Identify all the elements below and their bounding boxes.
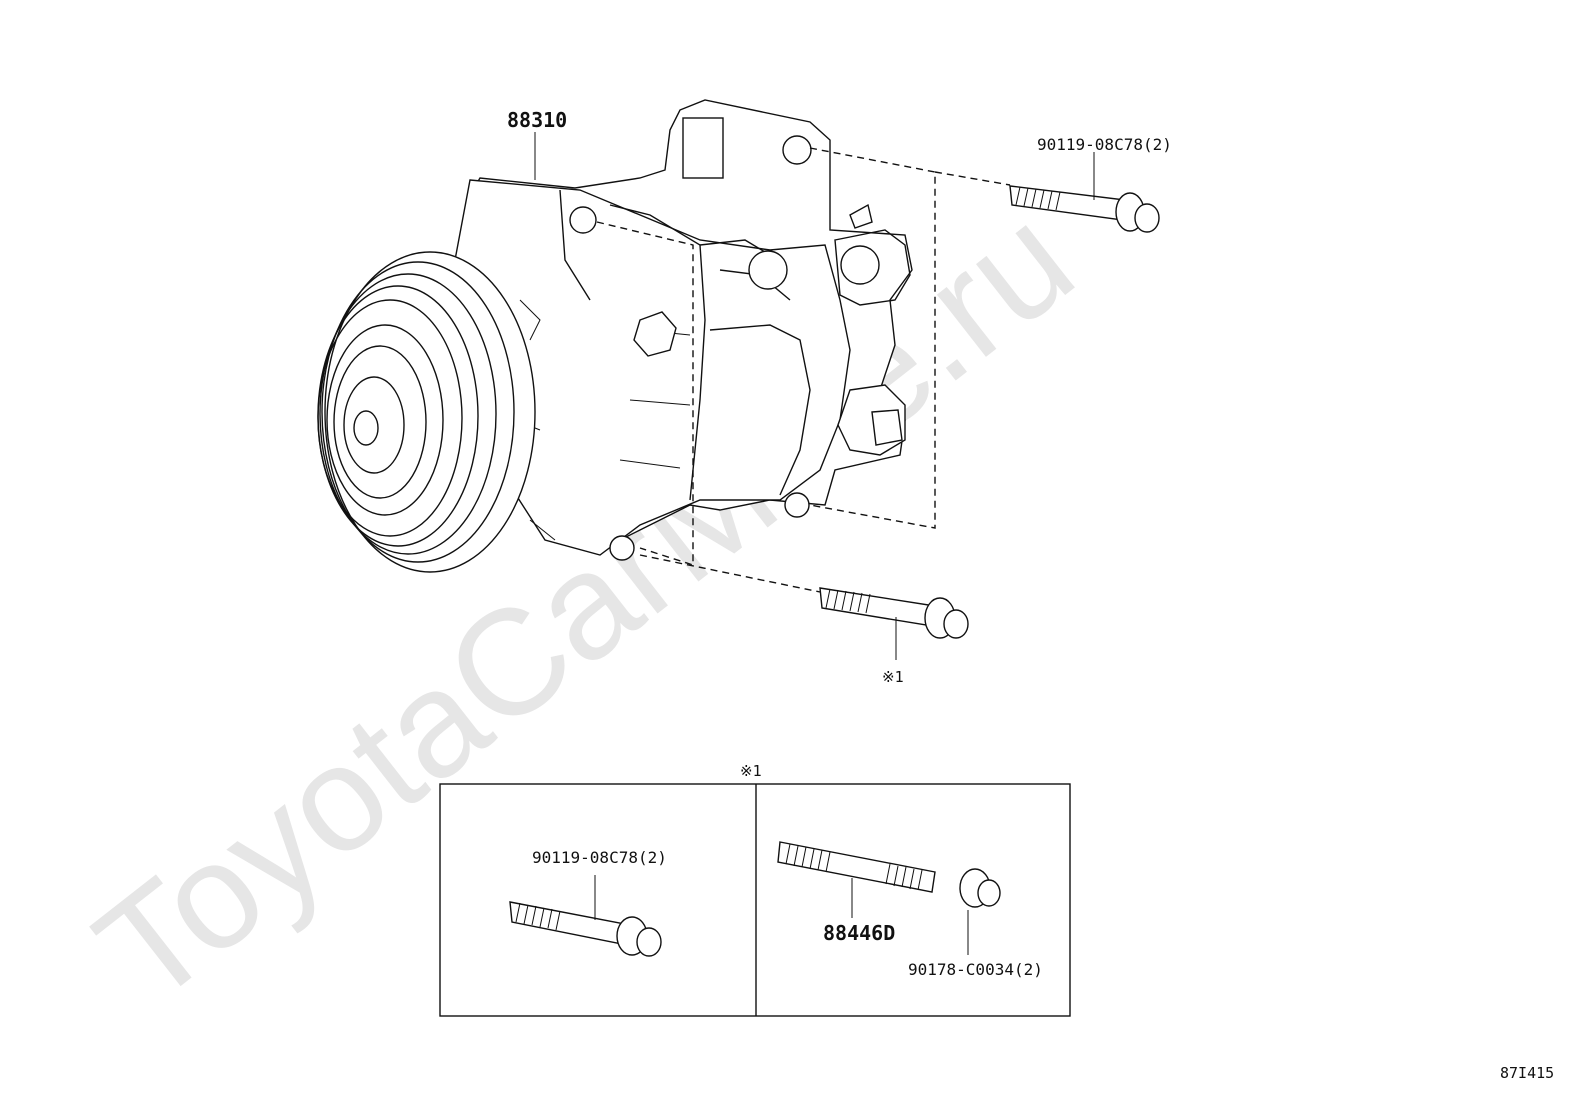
label-inset-stud: 88446D xyxy=(823,921,895,945)
label-compressor: 88310 xyxy=(507,108,567,132)
label-inset-ref: ※1 xyxy=(740,762,762,780)
label-bolt-top: 90119-08C78(2) xyxy=(1037,135,1172,154)
assembly-lines xyxy=(596,147,1011,593)
inset-bolt xyxy=(509,875,662,957)
bolt-top xyxy=(1009,185,1160,233)
inset-stud xyxy=(777,841,936,918)
label-bolt-bottom-ref: ※1 xyxy=(882,668,904,686)
label-inset-bolt: 90119-08C78(2) xyxy=(532,848,667,867)
ac-compressor xyxy=(317,99,913,573)
bolt-bottom xyxy=(819,587,969,639)
label-inset-nut: 90178-C0034(2) xyxy=(908,960,1043,979)
inset-nut xyxy=(959,868,1001,955)
figure-code: 87I415 xyxy=(1500,1064,1554,1082)
leaders-main xyxy=(534,132,1095,660)
compressor-pulley xyxy=(317,251,536,573)
inset-box xyxy=(439,783,1071,1017)
